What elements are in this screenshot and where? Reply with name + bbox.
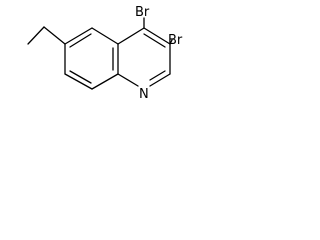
atom-label-br4: Br <box>135 5 150 20</box>
bond-c3-br <box>169 39 173 45</box>
bond-c2-n1-inner <box>149 70 166 81</box>
atom-label-n1: N <box>139 87 149 102</box>
bond-c8a-c8 <box>91 73 119 90</box>
bond-ethyl-ch3 <box>27 26 45 45</box>
atom-label-br3: Br <box>168 33 183 48</box>
bond-c6-c5 <box>64 27 93 45</box>
atom-labels: Br Br N <box>135 5 183 102</box>
bond-c5-c4a <box>91 27 119 45</box>
bond-n1-c8a <box>117 73 139 87</box>
bond-c2-n1 <box>149 73 171 87</box>
bond-c8-c7-inner <box>69 70 92 84</box>
bonds <box>27 17 173 90</box>
bond-c8-c7 <box>64 73 93 90</box>
bond-c4-c3 <box>143 27 171 45</box>
bond-c6-c5-inner <box>69 33 92 48</box>
quinoline-structure-diagram: Br Br N <box>27 5 183 102</box>
bond-c4a-c4 <box>117 27 145 45</box>
bond-c4-c3-inner <box>143 33 166 48</box>
bond-ethyl-ch2 <box>43 26 66 45</box>
